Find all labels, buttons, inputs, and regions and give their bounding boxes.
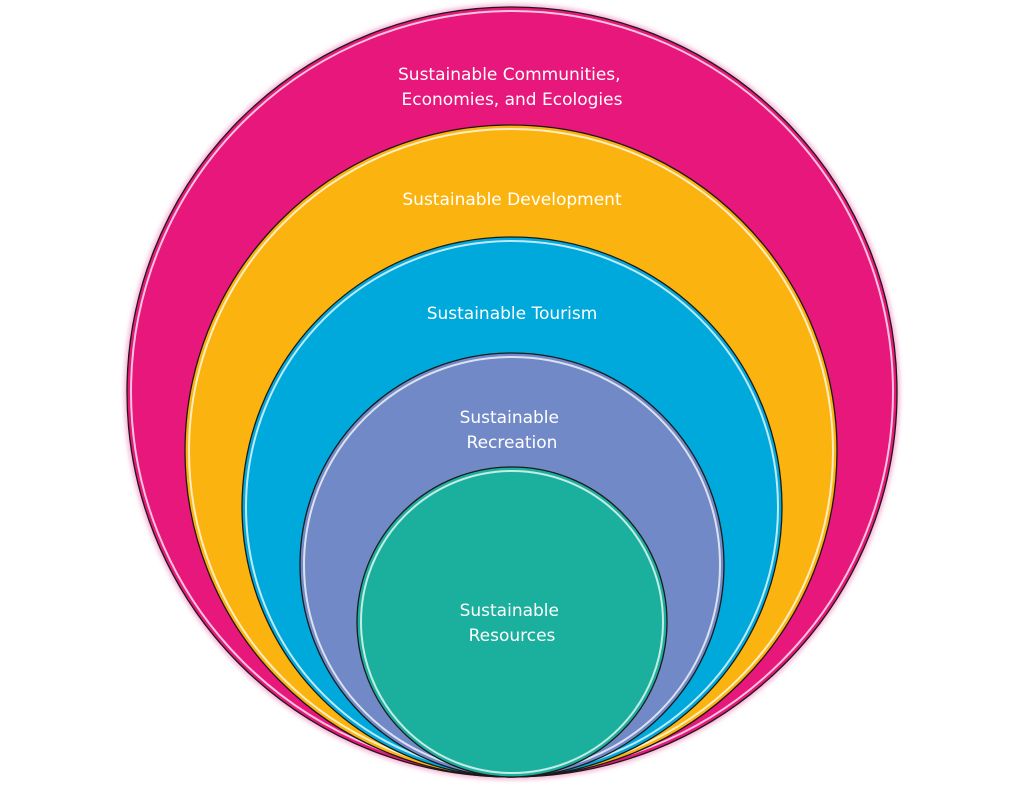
circle-shape — [356, 466, 668, 778]
label-tourism: Sustainable Tourism — [427, 304, 598, 324]
circle-resources: Sustainable Resources — [356, 466, 668, 778]
label-resources: Sustainable Resources — [460, 601, 565, 646]
label-recreation: Sustainable Recreation — [460, 408, 565, 453]
label-development: Sustainable Development — [402, 190, 622, 210]
label-communities: Sustainable Communities, Economies, and … — [398, 65, 626, 110]
